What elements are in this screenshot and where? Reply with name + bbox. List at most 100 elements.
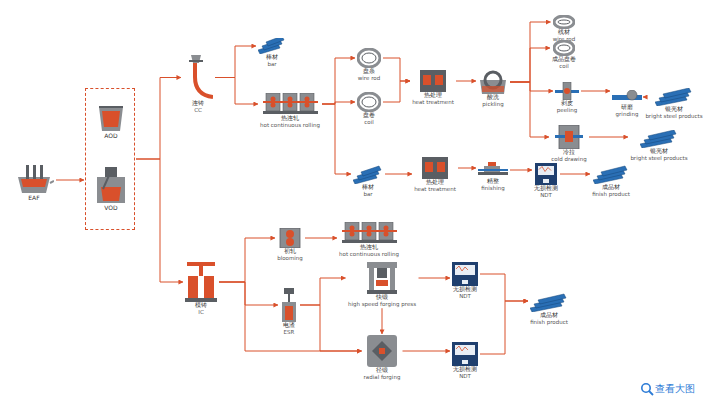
equipment-icon (553, 40, 575, 56)
step-label-en: bar (257, 61, 287, 67)
step-label-en: high speed forging press (347, 301, 418, 307)
flow-arrow (322, 58, 355, 104)
step-label-en: CC (182, 107, 214, 113)
process-step: 棒材bar (257, 38, 287, 67)
process-step: 精整finishing (477, 162, 509, 191)
step-label: 电渣 (279, 322, 299, 329)
process-step: 电渣ESR (279, 288, 299, 335)
flow-arrow (480, 301, 528, 354)
process-step: AOD (95, 103, 127, 140)
step-label: 热处理 (411, 92, 455, 99)
step-label: 盘卷 (356, 112, 382, 119)
step-label: 银亮材 (629, 148, 689, 155)
flow-arrow (322, 104, 351, 174)
equipment-icon (612, 90, 642, 104)
flow-arrow (581, 91, 610, 92)
flow-arrow (403, 351, 451, 352)
step-label: 初轧 (276, 248, 304, 255)
flow-arrow (215, 78, 258, 105)
step-label: 成品材 (529, 312, 569, 319)
step-label-en: grinding (611, 111, 643, 117)
process-step: 快锻high speed forging press (347, 262, 418, 307)
equipment-icon (183, 55, 213, 100)
equipment-icon (342, 222, 397, 244)
flow-arrow (219, 282, 362, 351)
step-label: 剥皮 (554, 100, 580, 107)
flow-arrow (219, 238, 275, 282)
magnifier-icon (640, 382, 654, 396)
step-label-en: heat treatment (411, 99, 455, 105)
step-label-en: IC (184, 309, 218, 315)
equipment-icon (280, 288, 298, 322)
equipment-icon (14, 165, 54, 195)
step-label-en: NDT (451, 293, 479, 299)
equipment-icon (478, 162, 508, 178)
flow-arrow (382, 308, 383, 334)
step-label-en: hot continuous rolling (338, 251, 400, 257)
process-step: 成品盘卷coil (551, 40, 577, 69)
step-label: 银亮材 (644, 106, 704, 113)
flow-arrow (419, 278, 451, 279)
process-step: 无损检测NDT (451, 342, 479, 379)
flow-arrow (56, 180, 84, 181)
step-label: 径锻 (363, 367, 402, 374)
step-label: 无损检测 (451, 366, 479, 373)
process-step: 模铸IC (184, 262, 218, 315)
step-label-en: finishing (477, 185, 509, 191)
process-step: 热处理heat treatment (411, 70, 455, 105)
equipment-icon (95, 167, 127, 205)
equipment-icon (452, 262, 478, 286)
step-label: 模铸 (184, 302, 218, 309)
step-label: 热处理 (413, 179, 457, 186)
refining-group: AODVOD (85, 88, 135, 230)
step-label-en: blooming (276, 255, 304, 261)
step-label: 连铸 (182, 100, 214, 107)
flow-arrow (643, 97, 644, 98)
step-label-en: heat treatment (413, 186, 457, 192)
flow-arrow (300, 305, 362, 351)
flow-arrow (510, 48, 550, 82)
step-label-en: radial forging (363, 374, 402, 380)
step-label: 精整 (477, 178, 509, 185)
step-label: 酸洗 (477, 94, 509, 101)
process-step: 冷拉cold drawing (550, 125, 588, 162)
equipment-icon (420, 70, 446, 92)
equipment-icon (185, 262, 217, 302)
step-label: 棒材 (257, 54, 287, 61)
process-step: 无损检测NDT (533, 163, 559, 198)
equipment-icon (367, 335, 397, 367)
step-label-en: NDT (533, 192, 559, 198)
flow-arrow (510, 82, 553, 91)
flow-arrow (510, 82, 549, 137)
step-label: 快锻 (347, 294, 418, 301)
process-step: 热连轧hot continuous rolling (338, 222, 400, 257)
flow-arrow (383, 81, 410, 102)
step-label: EAF (13, 195, 55, 202)
equipment-icon (367, 262, 397, 294)
step-label: 研磨 (611, 104, 643, 111)
equipment-icon (655, 88, 693, 106)
equipment-icon (593, 162, 629, 184)
process-step: 初轧blooming (276, 228, 304, 261)
flow-arrow (215, 46, 256, 78)
step-label-en: pickling (477, 101, 509, 107)
process-step: 盘条wire rod (356, 48, 382, 81)
equipment-icon (478, 70, 508, 94)
step-label-en: finish product (591, 191, 631, 197)
step-label-en: bright steel products (644, 113, 704, 119)
equipment-icon (535, 163, 557, 185)
equipment-icon (263, 93, 318, 115)
process-step: 热处理heat treatment (413, 157, 457, 192)
flow-arrow (219, 282, 278, 305)
equipment-icon (553, 15, 575, 29)
process-step: 线材wire rod (552, 15, 577, 42)
process-step: 成品材finish product (591, 162, 631, 197)
process-step: EAF (13, 165, 55, 202)
step-label: 无损检测 (533, 185, 559, 192)
step-label: 热连轧 (259, 115, 321, 122)
step-label: 热连轧 (338, 244, 400, 251)
process-step: 棒材bar (352, 164, 384, 197)
view-larger-link: 查看大图 (655, 382, 695, 396)
process-step: 银亮材bright steel products (629, 130, 689, 161)
step-label-en: cold drawing (550, 156, 588, 162)
